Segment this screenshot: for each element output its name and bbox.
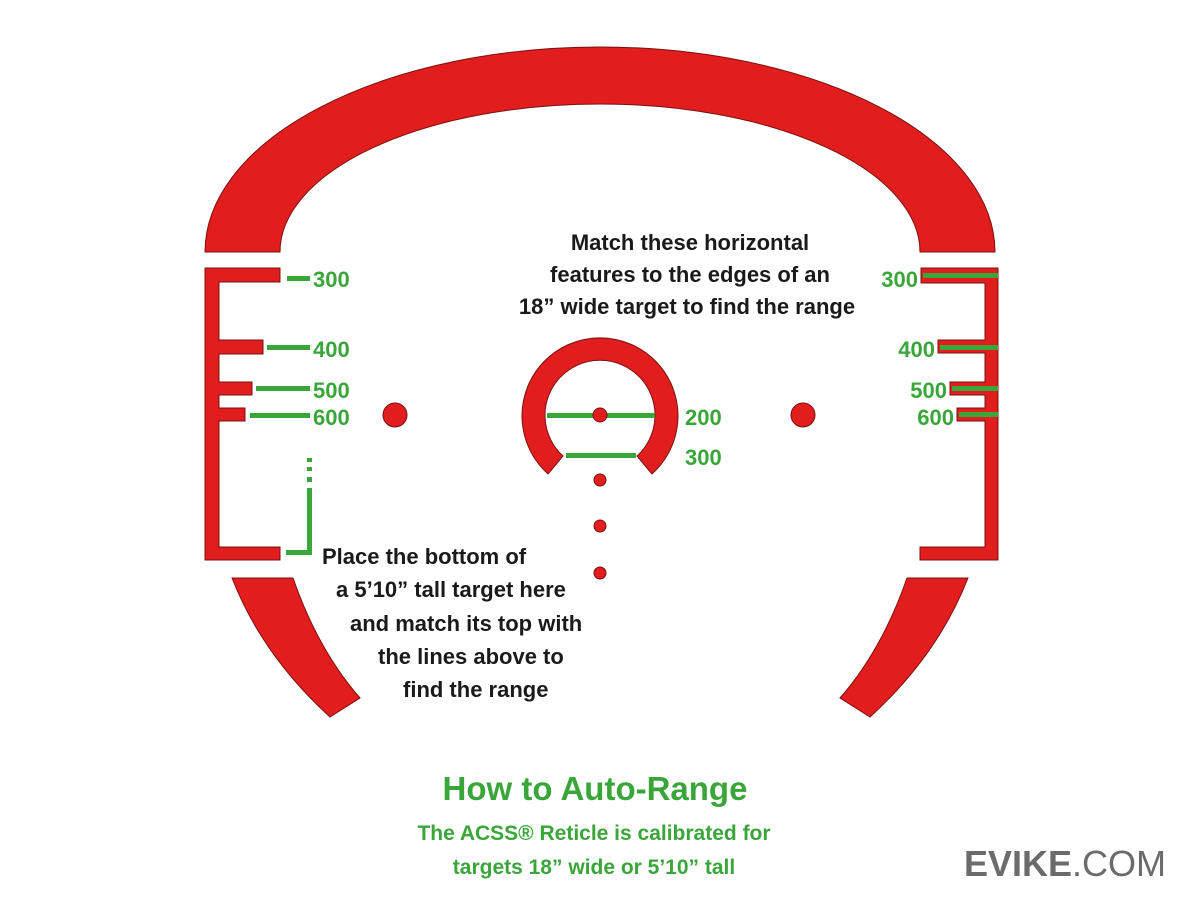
height-instruction-line: Place the bottom of xyxy=(322,544,527,569)
holdover-dot xyxy=(593,473,607,487)
center-label-200: 200 xyxy=(685,405,722,430)
height-instruction-line: find the range xyxy=(403,677,548,702)
left-label-300: 300 xyxy=(313,267,350,292)
left-label-600: 600 xyxy=(313,405,350,430)
right-range-bracket xyxy=(919,267,999,561)
subtitle-line: targets 18” wide or 5’10” tall xyxy=(453,856,735,879)
outer-ring-bottom-right xyxy=(839,577,969,718)
outer-ring-bottom-left xyxy=(231,577,361,718)
outer-ring-top xyxy=(204,46,996,253)
left-range-bracket xyxy=(204,267,312,561)
center-label-300: 300 xyxy=(685,445,722,470)
evike-logo: EVIKE.COM xyxy=(964,843,1166,884)
width-instruction-line: 18” wide target to find the range xyxy=(519,294,855,319)
holdover-dot xyxy=(593,566,607,580)
right-dot xyxy=(790,402,816,428)
left-label-400: 400 xyxy=(313,337,350,362)
holdover-dot xyxy=(593,519,607,533)
height-instruction-line: the lines above to xyxy=(378,644,564,669)
logo-main: EVIKE xyxy=(964,843,1072,884)
height-instruction-line: a 5’10” tall target here xyxy=(336,577,566,602)
right-label-500: 500 xyxy=(910,378,947,403)
right-label-400: 400 xyxy=(898,337,935,362)
center-dot xyxy=(592,407,608,423)
width-instruction-line: features to the edges of an xyxy=(550,262,830,287)
subtitle-line: The ACSS® Reticle is calibrated for xyxy=(417,822,770,845)
right-label-600: 600 xyxy=(917,405,954,430)
logo-suffix: .COM xyxy=(1072,843,1166,884)
center-horseshoe xyxy=(521,337,679,475)
left-dot xyxy=(382,402,408,428)
height-instruction-line: and match its top with xyxy=(350,611,582,636)
width-instruction-line: Match these horizontal xyxy=(571,230,809,255)
left-label-500: 500 xyxy=(313,378,350,403)
center-line-300 xyxy=(566,453,636,458)
page-title: How to Auto-Range xyxy=(443,770,748,807)
right-label-300: 300 xyxy=(881,267,918,292)
